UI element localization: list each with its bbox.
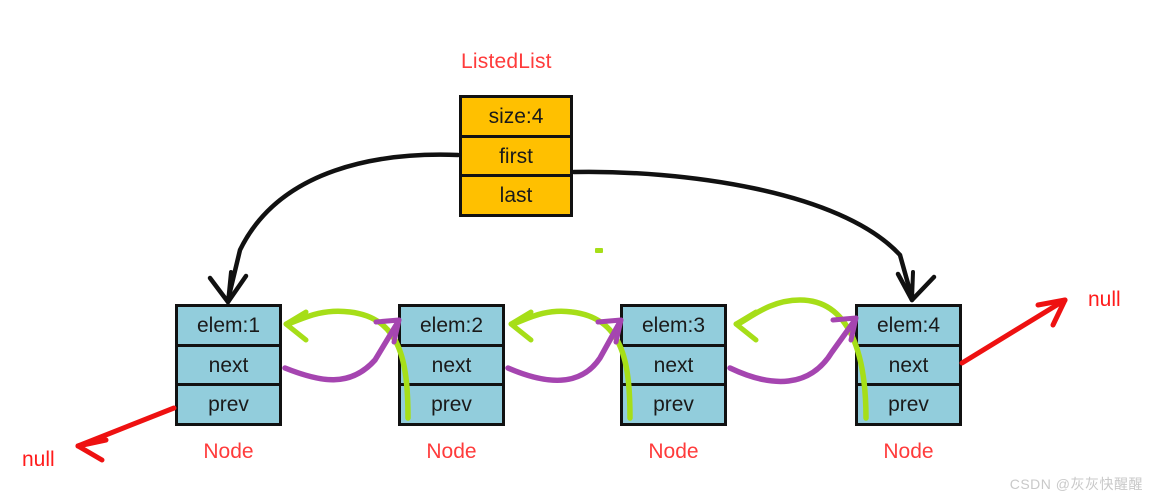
null-arrow-head-prev (75, 405, 177, 463)
prev-arrow-3-to-2 (508, 308, 633, 421)
node-4-elem: elem:4 (858, 307, 959, 347)
stray-green-dot (595, 248, 603, 253)
node-2-prev: prev (401, 386, 502, 424)
first-pointer-arrow (207, 152, 461, 305)
listedlist-box: size:4 first last (459, 95, 573, 217)
field-last: last (462, 177, 570, 215)
node-3-prev: prev (623, 386, 724, 424)
node-1-box: elem:1 next prev (175, 304, 282, 426)
node-3-label: Node (648, 440, 699, 463)
node-1-label: Node (203, 440, 254, 463)
watermark: CSDN @灰灰快醒醒 (1009, 476, 1143, 492)
node-4-box: elem:4 next prev (855, 304, 962, 426)
diagram-title: ListedList (461, 50, 552, 73)
node-3-box: elem:3 next prev (620, 304, 727, 426)
node-3-elem: elem:3 (623, 307, 724, 347)
node-2-elem: elem:2 (401, 307, 502, 347)
prev-arrow-2-to-1 (283, 308, 411, 421)
null-label-left: null (22, 448, 55, 471)
node-1-prev: prev (178, 386, 279, 424)
next-arrow-2-to-3 (505, 317, 624, 384)
node-2-next: next (401, 346, 502, 387)
null-arrow-tail-next (959, 297, 1068, 366)
prev-arrow-4-to-3 (733, 297, 869, 421)
node-4-next: next (858, 346, 959, 387)
field-size: size:4 (462, 98, 570, 138)
node-3-next: next (623, 346, 724, 387)
next-arrow-1-to-2 (282, 317, 402, 383)
node-4-prev: prev (858, 386, 959, 424)
node-2-box: elem:2 next prev (398, 304, 505, 426)
node-4-label: Node (883, 440, 934, 463)
node-2-label: Node (426, 440, 477, 463)
node-1-elem: elem:1 (178, 307, 279, 347)
node-1-next: next (178, 346, 279, 387)
null-label-right: null (1088, 288, 1121, 311)
last-pointer-arrow (571, 169, 937, 303)
field-first: first (462, 137, 570, 178)
next-arrow-3-to-4 (727, 315, 859, 385)
